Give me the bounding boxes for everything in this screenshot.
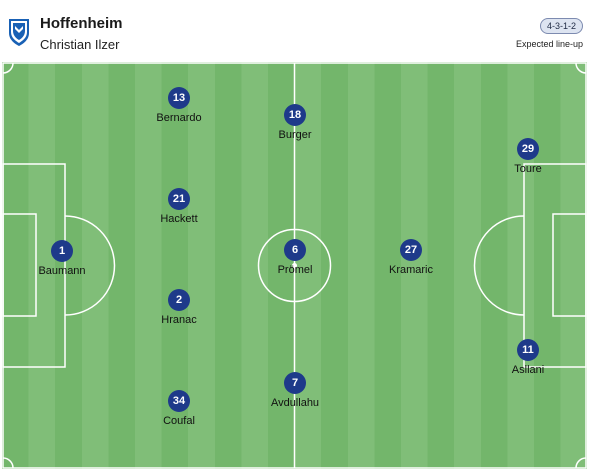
player-name: Hranac	[161, 314, 197, 326]
player-asllani[interactable]: 11 Asllani	[483, 339, 573, 383]
player-kramaric[interactable]: 27 Kramaric	[366, 239, 456, 283]
team-name[interactable]: Hoffenheim	[40, 15, 123, 32]
player-name: Hackett	[160, 213, 198, 225]
player-number: 34	[168, 390, 190, 412]
player-number: 6	[284, 239, 306, 261]
player-number: 13	[168, 87, 190, 109]
player-baumann[interactable]: 1 Baumann	[17, 240, 107, 284]
lineup-status-label: Expected line-up	[515, 39, 583, 49]
player-number: 11	[517, 339, 539, 361]
player-number: 1	[51, 240, 73, 262]
pitch-markings	[2, 62, 587, 469]
player-number: 21	[168, 188, 190, 210]
player-name: Asllani	[511, 364, 545, 376]
player-avdullahu[interactable]: 7 Avdullahu	[250, 372, 340, 416]
team-header: Hoffenheim Christian Ilzer 4-3-1-2 Expec…	[0, 0, 591, 62]
formation-badge: 4-3-1-2	[539, 18, 583, 34]
hoffenheim-crest-icon	[9, 19, 29, 46]
player-number: 27	[400, 239, 422, 261]
player-name: Burger	[278, 129, 312, 141]
player-name: Prömel	[277, 264, 313, 276]
pitch	[2, 62, 587, 469]
player-name: Coufal	[163, 415, 195, 427]
player-name: Toure	[514, 163, 542, 175]
player-name: Avdullahu	[270, 397, 320, 409]
player-name: Baumann	[38, 265, 86, 277]
player-coufal[interactable]: 34 Coufal	[134, 390, 224, 434]
player-number: 29	[517, 138, 539, 160]
player-hranac[interactable]: 2 Hranac	[134, 289, 224, 333]
player-number: 7	[284, 372, 306, 394]
coach-name[interactable]: Christian Ilzer	[40, 37, 120, 52]
player-burger[interactable]: 18 Burger	[250, 104, 340, 148]
player-name: Bernardo	[156, 112, 202, 124]
player-number: 2	[168, 289, 190, 311]
player-name: Kramaric	[388, 264, 433, 276]
player-bernardo[interactable]: 13 Bernardo	[134, 87, 224, 131]
player-number: 18	[284, 104, 306, 126]
player-promel[interactable]: 6 Prömel	[250, 239, 340, 283]
player-hackett[interactable]: 21 Hackett	[134, 188, 224, 232]
player-toure[interactable]: 29 Toure	[483, 138, 573, 182]
